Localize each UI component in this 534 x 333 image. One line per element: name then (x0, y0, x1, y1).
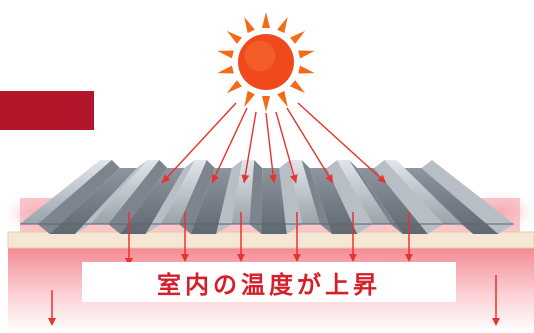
ray-arrowhead (211, 174, 220, 183)
sun-flare (298, 50, 315, 59)
sun-ray (265, 112, 275, 184)
roof-valley (261, 168, 287, 234)
roof-valley (404, 168, 499, 234)
sun-ray (275, 111, 297, 184)
sun-ray (211, 107, 248, 184)
sun-ray (297, 102, 387, 184)
roof-slope (301, 160, 332, 234)
sun-flare (217, 50, 234, 59)
caption-box: 室内の温度が上昇 (82, 262, 456, 302)
roof-slope (108, 160, 168, 234)
roof-valley (190, 168, 232, 234)
down-arrowhead (349, 254, 357, 262)
ray-arrowhead (325, 174, 333, 183)
sun-flare (277, 16, 288, 34)
sun-flare (277, 90, 288, 108)
sun-rays (161, 102, 387, 184)
sun-ray (286, 107, 334, 184)
sun-flare (262, 12, 270, 28)
down-arrowhead (405, 254, 413, 262)
down-arrowhead (237, 254, 245, 262)
ray-arrowhead (289, 174, 298, 183)
roof-slope (145, 160, 195, 234)
roof-ridge (337, 160, 391, 224)
roof-valley (309, 168, 358, 234)
sun-flare (244, 90, 255, 108)
down-arrowhead (492, 318, 500, 326)
sun-icon (217, 12, 315, 112)
ray-arrowhead (162, 174, 171, 183)
roof-valley (357, 168, 428, 234)
sun-flare (244, 16, 255, 34)
roof-ridge (161, 160, 207, 224)
ray-arrowhead (377, 174, 386, 183)
sun-flare (226, 80, 242, 94)
roof-ridge (20, 160, 112, 224)
down-arrowhead (293, 254, 301, 262)
roof-valley (120, 168, 185, 234)
roof-slope (178, 160, 215, 234)
sun-highlight (244, 40, 276, 72)
roof-slope (216, 160, 243, 234)
sun-flare (262, 96, 270, 112)
down-arrowhead (48, 318, 56, 326)
sun-flare (290, 80, 306, 94)
roof-slope (75, 160, 148, 234)
sun-flare (226, 30, 242, 44)
heat-transfer-arrows (48, 212, 500, 326)
roof-slope (349, 160, 403, 234)
roof-ridge (384, 160, 462, 224)
roof-slope (374, 160, 444, 234)
sun-ray (243, 111, 257, 184)
roof-valley (49, 168, 137, 234)
corrugated-roof (20, 160, 514, 234)
sun-flare (298, 65, 315, 74)
sun-flare (290, 30, 306, 44)
ceiling-board (7, 231, 534, 249)
roof-slope (37, 160, 120, 234)
roof-slope (326, 160, 373, 234)
red-banner (0, 91, 94, 130)
sun-flare (217, 65, 234, 74)
roof-slope (421, 160, 514, 234)
ray-arrowhead (269, 174, 278, 183)
caption-text: 室内の温度が上昇 (157, 270, 381, 299)
down-arrowhead (181, 254, 189, 262)
ray-arrowhead (241, 174, 250, 183)
roof-ridge (90, 160, 160, 224)
sun-ray (161, 102, 237, 184)
roof-slope (249, 160, 263, 234)
